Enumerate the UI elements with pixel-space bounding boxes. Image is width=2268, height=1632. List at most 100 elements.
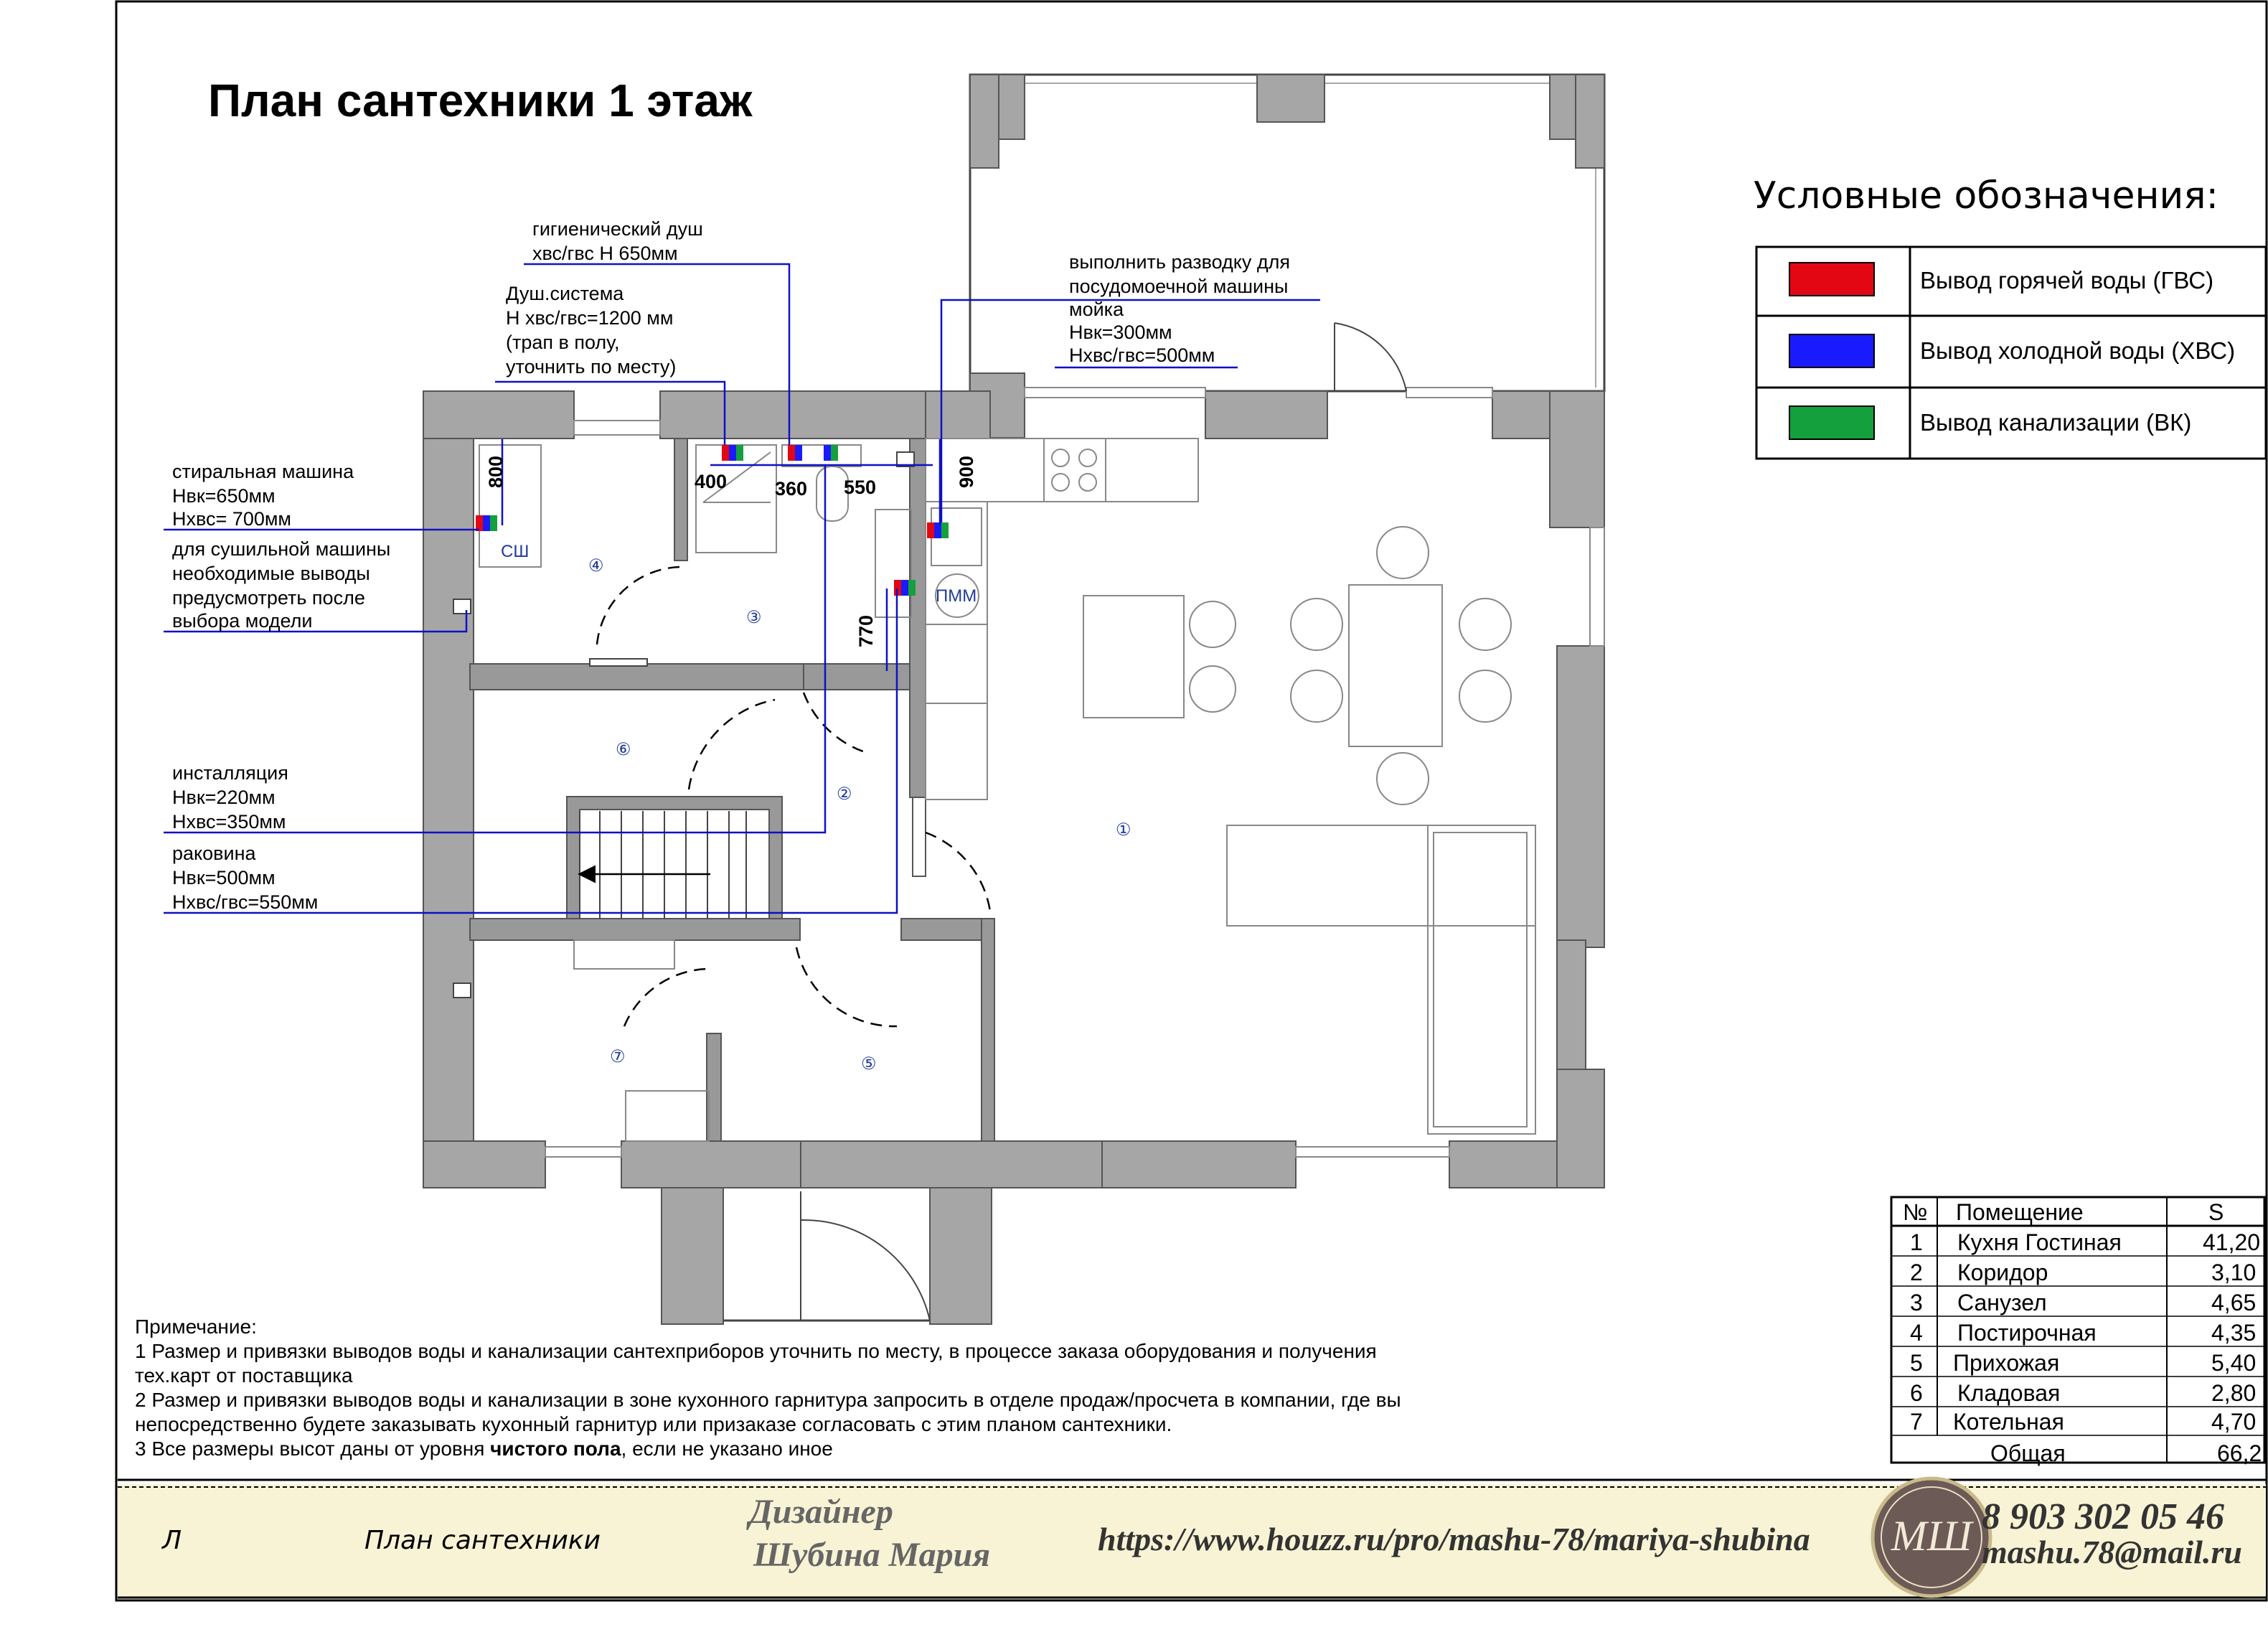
legend-label-hot: Вывод горячей воды (ГВС) (1920, 267, 2213, 294)
room-number-4: ④ (588, 556, 604, 576)
table-cell: 5,40 (2211, 1350, 2256, 1376)
designer-logo (1871, 1476, 1992, 1598)
callout-dryer: для сушильной машины необходимые выводы … (172, 538, 390, 632)
svg-text:посудомоечной машины: посудомоечной машины (1069, 276, 1288, 297)
room-number-7: ⑦ (610, 1047, 626, 1066)
table-cell: Санузел (1957, 1290, 2047, 1316)
table-cell: 4,70 (2211, 1409, 2256, 1435)
legend: Условные обозначения: Вывод горячей воды… (1754, 174, 2267, 460)
table-cell: 2 (1910, 1260, 1923, 1285)
svg-text:мойка: мойка (1069, 299, 1124, 320)
svg-text:необходимые выводы: необходимые выводы (172, 563, 370, 584)
table-cell: Кладовая (1957, 1380, 2060, 1406)
room-number-2: ② (837, 784, 852, 804)
table-cell: 4,65 (2211, 1290, 2256, 1316)
logo-monogram: МШ (1891, 1512, 1975, 1560)
svg-text:Нвк=220мм: Нвк=220мм (172, 787, 276, 808)
sheet-name: План сантехники (364, 1526, 601, 1555)
callout-installation: инсталляция Нвк=220мм Нхвс=350мм (172, 762, 288, 833)
callout-dishwasher: выполнить разводку для посудомоечной маш… (1069, 251, 1290, 366)
table-cell: 4,35 (2211, 1320, 2256, 1346)
floor-plan: СШ ПММ (423, 73, 1606, 1325)
dim-360: 360 (775, 478, 807, 500)
room-number-1: ① (1116, 820, 1131, 840)
svg-text:Нхвс= 700мм: Нхвс= 700мм (172, 508, 291, 530)
svg-text:Душ.система: Душ.система (506, 283, 624, 304)
notes: Примечание: 1 Размер и привязки выводов … (135, 1316, 1401, 1460)
svg-text:раковина: раковина (172, 843, 257, 864)
designer-label: Дизайнер (746, 1493, 893, 1531)
dishwasher-label: ПММ (936, 586, 977, 606)
svg-text:хвс/гвс Н 650мм: хвс/гвс Н 650мм (532, 243, 678, 264)
table-cell: Коридор (1957, 1260, 2048, 1285)
page-title: План сантехники 1 этаж (208, 75, 753, 126)
legend-swatch-sewer (1789, 405, 1875, 440)
svg-text:Нхвс=350мм: Нхвс=350мм (172, 811, 286, 833)
designer-name: Шубина Мария (753, 1536, 990, 1574)
table-cell: 41,20 (2203, 1229, 2260, 1255)
room-number-3: ③ (746, 608, 762, 627)
table-cell: 4 (1910, 1320, 1923, 1346)
svg-text:Нвк=300мм: Нвк=300мм (1069, 322, 1172, 343)
svg-text:инсталляция: инсталляция (172, 762, 288, 784)
svg-text:тех.карт от поставщика: тех.карт от поставщика (135, 1364, 353, 1387)
svg-text:для сушильной машины: для сушильной машины (172, 538, 390, 560)
svg-text:предусмотреть после: предусмотреть после (172, 587, 365, 609)
room-table: № Помещение S 1 Кухня Гостиная 41,20 2 К… (1890, 1196, 2266, 1466)
sheet-frame (115, 0, 2268, 1602)
contact-phone: 8 903 302 05 46 (1982, 1496, 2224, 1537)
plumbing-outlets (476, 445, 949, 596)
table-total-label: Общая (1990, 1440, 2066, 1466)
callout-shower-system: Душ.система Н хвс/гвс=1200 мм (трап в по… (506, 283, 676, 377)
table-total-value: 66,2 (2217, 1440, 2262, 1466)
table-cell: 6 (1910, 1380, 1923, 1406)
svg-text:Н хвс/гвс=1200 мм: Н хвс/гвс=1200 мм (506, 307, 673, 329)
dryer-label: СШ (501, 542, 529, 561)
svg-text:3 Все размеры высот даны от ур: 3 Все размеры высот даны от уровня чисто… (135, 1438, 833, 1460)
callout-hygienic-shower: гигиенический душ хвс/гвс Н 650мм (532, 218, 703, 264)
callout-washing-machine: стиральная машина Нвк=650мм Нхвс= 700мм (172, 461, 354, 530)
sheet-number: Л (161, 1526, 182, 1555)
table-header-room: Помещение (1956, 1199, 2084, 1225)
legend-label-cold: Вывод холодной воды (ХВС) (1920, 337, 2235, 364)
svg-text:(трап в полу,: (трап в полу, (506, 332, 619, 353)
table-cell: 3 (1910, 1290, 1923, 1316)
table-header-area: S (2208, 1199, 2224, 1225)
room-number-6: ⑥ (616, 740, 631, 759)
svg-text:выбора модели: выбора модели (172, 610, 312, 632)
designer-website: https://www.houzz.ru/pro/mashu-78/mariya… (1098, 1521, 1810, 1557)
dim-400: 400 (695, 471, 727, 492)
table-cell: Кухня Гостиная (1957, 1229, 2122, 1255)
legend-heading: Условные обозначения: (1754, 174, 2218, 217)
table-cell: 3,10 (2211, 1260, 2256, 1285)
table-cell: 5 (1910, 1350, 1923, 1376)
svg-text:уточнить по месту): уточнить по месту) (506, 356, 676, 377)
contact-email: mashu.78@mail.ru (1982, 1534, 2242, 1570)
svg-text:Нвк=650мм: Нвк=650мм (172, 485, 276, 507)
dim-770: 770 (855, 615, 877, 647)
dimension-lines (501, 439, 941, 671)
dim-800: 800 (485, 456, 507, 488)
legend-swatch-cold (1789, 334, 1875, 368)
table-cell: Постирочная (1957, 1320, 2097, 1346)
legend-label-sewer: Вывод канализации (ВК) (1920, 409, 2191, 436)
table-cell: 1 (1910, 1229, 1923, 1255)
table-cell: Прихожая (1953, 1350, 2059, 1376)
dim-900: 900 (956, 456, 977, 488)
legend-swatch-hot (1789, 262, 1875, 296)
room-number-5: ⑤ (861, 1054, 877, 1074)
table-cell: 2,80 (2211, 1380, 2256, 1406)
table-cell: 7 (1910, 1409, 1923, 1435)
svg-text:1 Размер и привязки выводов во: 1 Размер и привязки выводов воды и канал… (135, 1340, 1377, 1362)
callout-sink: раковина Нвк=500мм Нхвс/гвс=550мм (172, 843, 318, 913)
leader-lines (164, 263, 1320, 914)
table-header-no: № (1903, 1199, 1927, 1225)
svg-text:2 Размер и привязки выводов во: 2 Размер и привязки выводов воды и канал… (135, 1389, 1401, 1411)
svg-text:непосредственно будете заказыв: непосредственно будете заказывать кухонн… (135, 1413, 1172, 1435)
table-cell: Котельная (1953, 1409, 2064, 1435)
svg-text:Нхвс/гвс=550мм: Нхвс/гвс=550мм (172, 891, 318, 913)
svg-text:Нхвс/гвс=500мм: Нхвс/гвс=500мм (1069, 344, 1215, 366)
dim-550: 550 (844, 477, 876, 498)
svg-text:Нвк=500мм: Нвк=500мм (172, 867, 276, 888)
